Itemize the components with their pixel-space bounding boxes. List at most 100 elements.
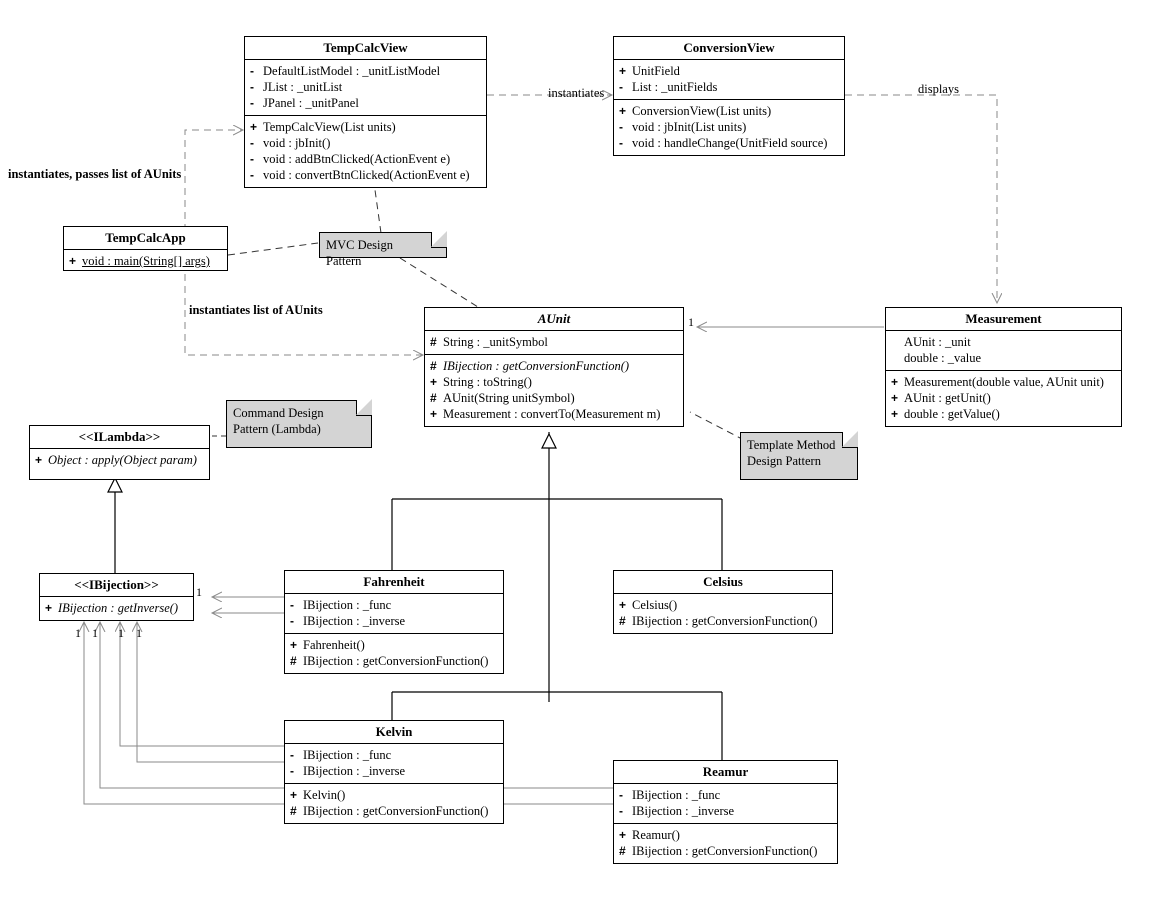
class-title-kelvin: Kelvin [285, 721, 503, 744]
visibility-marker: + [250, 120, 258, 134]
uml-member-row: -IBijection : _inverse [287, 613, 501, 629]
multiplicity-aunit-measurement: 1 [688, 315, 694, 329]
class-celsius[interactable]: Celsius +Celsius()#IBijection : getConve… [613, 570, 833, 634]
methods-compartment: +Object : apply(Object param) [30, 449, 209, 474]
attributes-compartment: -IBijection : _func-IBijection : _invers… [285, 594, 503, 634]
note-fold-icon [842, 431, 858, 448]
class-title-ibijection: <<IBijection>> [40, 574, 193, 597]
attributes-compartment: +UnitField-List : _unitFields [614, 60, 844, 100]
uml-member-row: #IBijection : getConversionFunction() [287, 803, 501, 819]
uml-member-row: -IBijection : _func [287, 747, 501, 763]
member-signature: Reamur() [632, 828, 680, 842]
uml-member-row: #AUnit(String unitSymbol) [427, 390, 681, 406]
methods-compartment: +Fahrenheit()#IBijection : getConversion… [285, 634, 503, 673]
visibility-marker: + [290, 788, 298, 802]
class-tempcalcview[interactable]: TempCalcView -DefaultListModel : _unitLi… [244, 36, 487, 188]
visibility-marker: # [619, 614, 626, 628]
class-ilambda[interactable]: <<ILambda>> +Object : apply(Object param… [29, 425, 210, 480]
member-signature: double : getValue() [904, 407, 1000, 421]
class-title-fahrenheit: Fahrenheit [285, 571, 503, 594]
visibility-marker: - [619, 136, 623, 150]
uml-member-row: -JList : _unitList [247, 79, 484, 95]
visibility-marker: + [891, 391, 899, 405]
class-title-conversionview: ConversionView [614, 37, 844, 60]
uml-member-row: -JPanel : _unitPanel [247, 95, 484, 111]
class-aunit[interactable]: AUnit #String : _unitSymbol #IBijection … [424, 307, 684, 427]
class-title-ilambda: <<ILambda>> [30, 426, 209, 449]
uml-member-row: +Measurement(double value, AUnit unit) [888, 374, 1119, 390]
uml-member-row: #IBijection : getConversionFunction() [287, 653, 501, 669]
multiplicity-branch-4: 1 [136, 626, 142, 640]
uml-member-row: -IBijection : _func [616, 787, 835, 803]
member-signature: Measurement : convertTo(Measurement m) [443, 407, 661, 421]
member-signature: IBijection : _inverse [303, 764, 406, 778]
member-signature: TempCalcView(List units) [263, 120, 396, 134]
class-conversionview[interactable]: ConversionView +UnitField-List : _unitFi… [613, 36, 845, 156]
member-signature: IBijection : _inverse [303, 614, 406, 628]
visibility-marker: + [619, 64, 627, 78]
member-signature: void : main(String[] args) [82, 254, 210, 268]
class-tempcalcapp[interactable]: TempCalcApp +void : main(String[] args) [63, 226, 228, 271]
uml-member-row: +Kelvin() [287, 787, 501, 803]
member-signature: IBijection : _inverse [632, 804, 735, 818]
note-template-line1: Template Method [747, 438, 836, 452]
methods-compartment: +IBijection : getInverse() [40, 597, 193, 622]
uml-member-row: -DefaultListModel : _unitListModel [247, 63, 484, 79]
multiplicity-branch-2: 1 [92, 626, 98, 640]
visibility-marker: - [250, 96, 254, 110]
edge-displays-measurement [845, 94, 997, 303]
visibility-marker: - [619, 120, 623, 134]
inheritance-triangle-ilambda [107, 476, 123, 493]
edge-tempcalcapp-mvcnote [227, 242, 319, 256]
visibility-marker: + [619, 828, 627, 842]
uml-member-row: #IBijection : getConversionFunction() [616, 613, 830, 629]
class-fahrenheit[interactable]: Fahrenheit -IBijection : _func-IBijectio… [284, 570, 504, 674]
attributes-compartment: -IBijection : _func-IBijection : _invers… [614, 784, 837, 824]
uml-member-row: -List : _unitFields [616, 79, 842, 95]
class-title-reamur: Reamur [614, 761, 837, 784]
edge-label-instantiates: instantiates [548, 86, 605, 100]
methods-compartment: +Reamur()#IBijection : getConversionFunc… [614, 824, 837, 863]
uml-member-row: + Reamur() [616, 827, 835, 843]
visibility-marker: # [430, 335, 437, 349]
member-signature: void : jbInit(List units) [632, 120, 747, 134]
member-signature: IBijection : getConversionFunction() [303, 804, 489, 818]
class-title-celsius: Celsius [614, 571, 832, 594]
edge-label-instantiates-list: instantiates list of AUnits [189, 303, 323, 317]
uml-member-row: #IBijection : getConversionFunction() [427, 358, 681, 374]
edge-kelvin-func-ibijection [120, 622, 285, 747]
note-command-design-pattern: Command Design Pattern (Lambda) [226, 399, 372, 448]
multiplicity-branch-3: 1 [118, 626, 124, 640]
methods-compartment: +Measurement(double value, AUnit unit)+A… [886, 371, 1121, 426]
visibility-marker: + [619, 598, 627, 612]
class-ibijection[interactable]: <<IBijection>> +IBijection : getInverse(… [39, 573, 194, 621]
uml-member-row: -void : jbInit() [247, 135, 484, 151]
uml-member-row: +IBijection : getInverse() [42, 600, 191, 616]
uml-member-row: #String : _unitSymbol [427, 334, 681, 350]
visibility-marker: + [891, 375, 899, 389]
class-kelvin[interactable]: Kelvin -IBijection : _func-IBijection : … [284, 720, 504, 824]
member-signature: IBijection : _func [632, 788, 721, 802]
member-signature: AUnit(String unitSymbol) [443, 391, 575, 405]
visibility-marker: + [891, 407, 899, 421]
note-mvc-text: MVC Design Pattern [326, 238, 394, 268]
visibility-marker: - [290, 748, 294, 762]
multiplicity-ibijection-right: 1 [196, 585, 202, 599]
class-reamur[interactable]: Reamur -IBijection : _func-IBijection : … [613, 760, 838, 864]
uml-member-row: -void : addBtnClicked(ActionEvent e) [247, 151, 484, 167]
edge-templatenote-aunit [689, 411, 745, 441]
methods-compartment: +ConversionView(List units)-void : jbIni… [614, 100, 844, 155]
class-title-aunit: AUnit [425, 308, 683, 331]
uml-member-row: +Fahrenheit() [287, 637, 501, 653]
visibility-marker: - [290, 764, 294, 778]
note-fold-icon [431, 231, 447, 248]
member-signature: IBijection : _func [303, 598, 392, 612]
visibility-marker: - [619, 804, 623, 818]
methods-compartment: +Celsius()#IBijection : getConversionFun… [614, 594, 832, 633]
visibility-marker: - [250, 152, 254, 166]
member-signature: IBijection : _func [303, 748, 392, 762]
member-signature: AUnit : _unit [904, 335, 971, 349]
member-signature: Object : apply(Object param) [48, 453, 197, 467]
